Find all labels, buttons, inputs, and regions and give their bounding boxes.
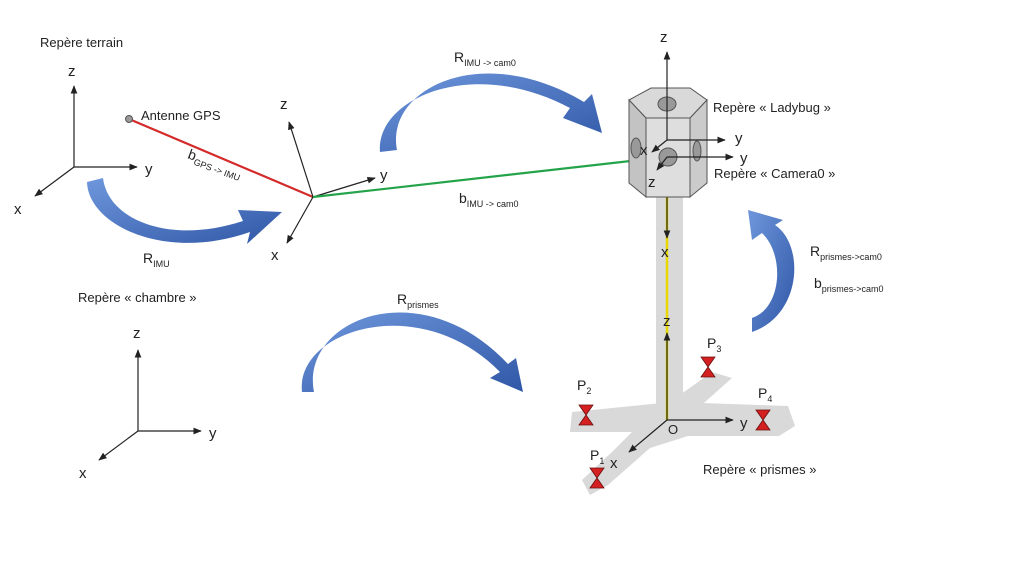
terrain-y-label: y: [145, 161, 153, 178]
prismes-frame-title: Repère « prismes »: [703, 462, 816, 477]
terrain-z-label: z: [68, 63, 76, 80]
chambre-frame-title: Repère « chambre »: [78, 290, 197, 305]
r-imu-cam0-rotation-arrow: [379, 73, 602, 152]
ladybug-y-label: y: [735, 130, 743, 147]
ladybug-frame-title: Repère « Ladybug »: [713, 100, 831, 115]
imu-cam0-line: [312, 155, 667, 199]
prism-p3: P3: [700, 335, 721, 378]
imu-z-axis: [288, 121, 314, 198]
mast: [656, 190, 683, 415]
prismes-y-label: y: [740, 415, 748, 432]
chambre-x-axis: [98, 430, 139, 461]
svg-text:P3: P3: [707, 335, 721, 354]
r-imu-cam0-label: RIMU -> cam0: [454, 49, 516, 68]
camera0-z-label: z: [648, 174, 656, 191]
prism-markers: P1 P2 P3 P4: [577, 335, 772, 489]
ladybug-left-lens: [630, 137, 642, 159]
ladybug-frame-axes: z y x y z: [640, 29, 748, 191]
camera0-x-label: x: [661, 244, 669, 261]
camera0-frame-title: Repère « Camera0 »: [714, 166, 835, 181]
svg-text:P1: P1: [590, 447, 604, 466]
imu-frame: z y x: [271, 96, 388, 264]
imu-x-label: x: [271, 247, 279, 264]
terrain-x-axis: [34, 166, 75, 197]
gps-imu-line: [128, 117, 314, 199]
b-imu-cam0-label: bIMU -> cam0: [459, 190, 519, 209]
imu-x-axis: [286, 196, 314, 244]
prism-p1: P1: [589, 447, 605, 489]
terrain-frame-title: Repère terrain: [40, 35, 123, 50]
chambre-frame: Repère « chambre » z y x: [78, 290, 217, 482]
ladybug-z-label: z: [660, 29, 668, 46]
ladybug-right-lens: [692, 140, 702, 162]
ladybug-x-label: x: [640, 142, 648, 159]
chambre-z-label: z: [133, 325, 141, 342]
camera0-y-label: y: [740, 150, 748, 167]
base-plate: [570, 402, 795, 495]
gps-antenna-label: Antenne GPS: [141, 108, 221, 123]
r-imu-rotation-arrow: [87, 178, 282, 244]
terrain-x-label: x: [14, 201, 22, 218]
base-arm-back: [670, 372, 732, 410]
prism-p2: P2: [577, 377, 594, 426]
prism-p4: P4: [755, 385, 772, 431]
imu-z-label: z: [280, 96, 288, 113]
r-prismes-rotation-arrow: [301, 312, 523, 392]
prismes-x-label: x: [610, 455, 618, 472]
ladybug-x-axis: [651, 139, 668, 153]
svg-text:P4: P4: [758, 385, 772, 404]
gps-imu-link: Antenne GPS bGPS -> IMU: [125, 108, 314, 199]
r-prismes-cam0-rotation-arrow: [748, 210, 795, 332]
prismes-origin-label: O: [668, 422, 678, 437]
gps-antenna-point: [125, 115, 133, 123]
terrain-frame: Repère terrain z y x: [14, 35, 153, 218]
imu-y-axis: [312, 177, 376, 198]
chambre-y-label: y: [209, 425, 217, 442]
imu-y-label: y: [380, 167, 388, 184]
prism-rig: z y x O x: [570, 160, 795, 495]
prismes-z-label: z: [663, 313, 671, 330]
r-prismes-label: Rprismes: [397, 291, 439, 310]
r-imu-label: RIMU: [143, 250, 170, 269]
camera0-z-axis: [656, 156, 668, 171]
svg-text:P2: P2: [577, 377, 591, 396]
b-prismes-cam0-label: bprismes->cam0: [814, 275, 884, 294]
r-prismes-cam0-label: Rprismes->cam0: [810, 243, 882, 262]
prismes-x-axis: [628, 419, 668, 453]
chambre-x-label: x: [79, 465, 87, 482]
